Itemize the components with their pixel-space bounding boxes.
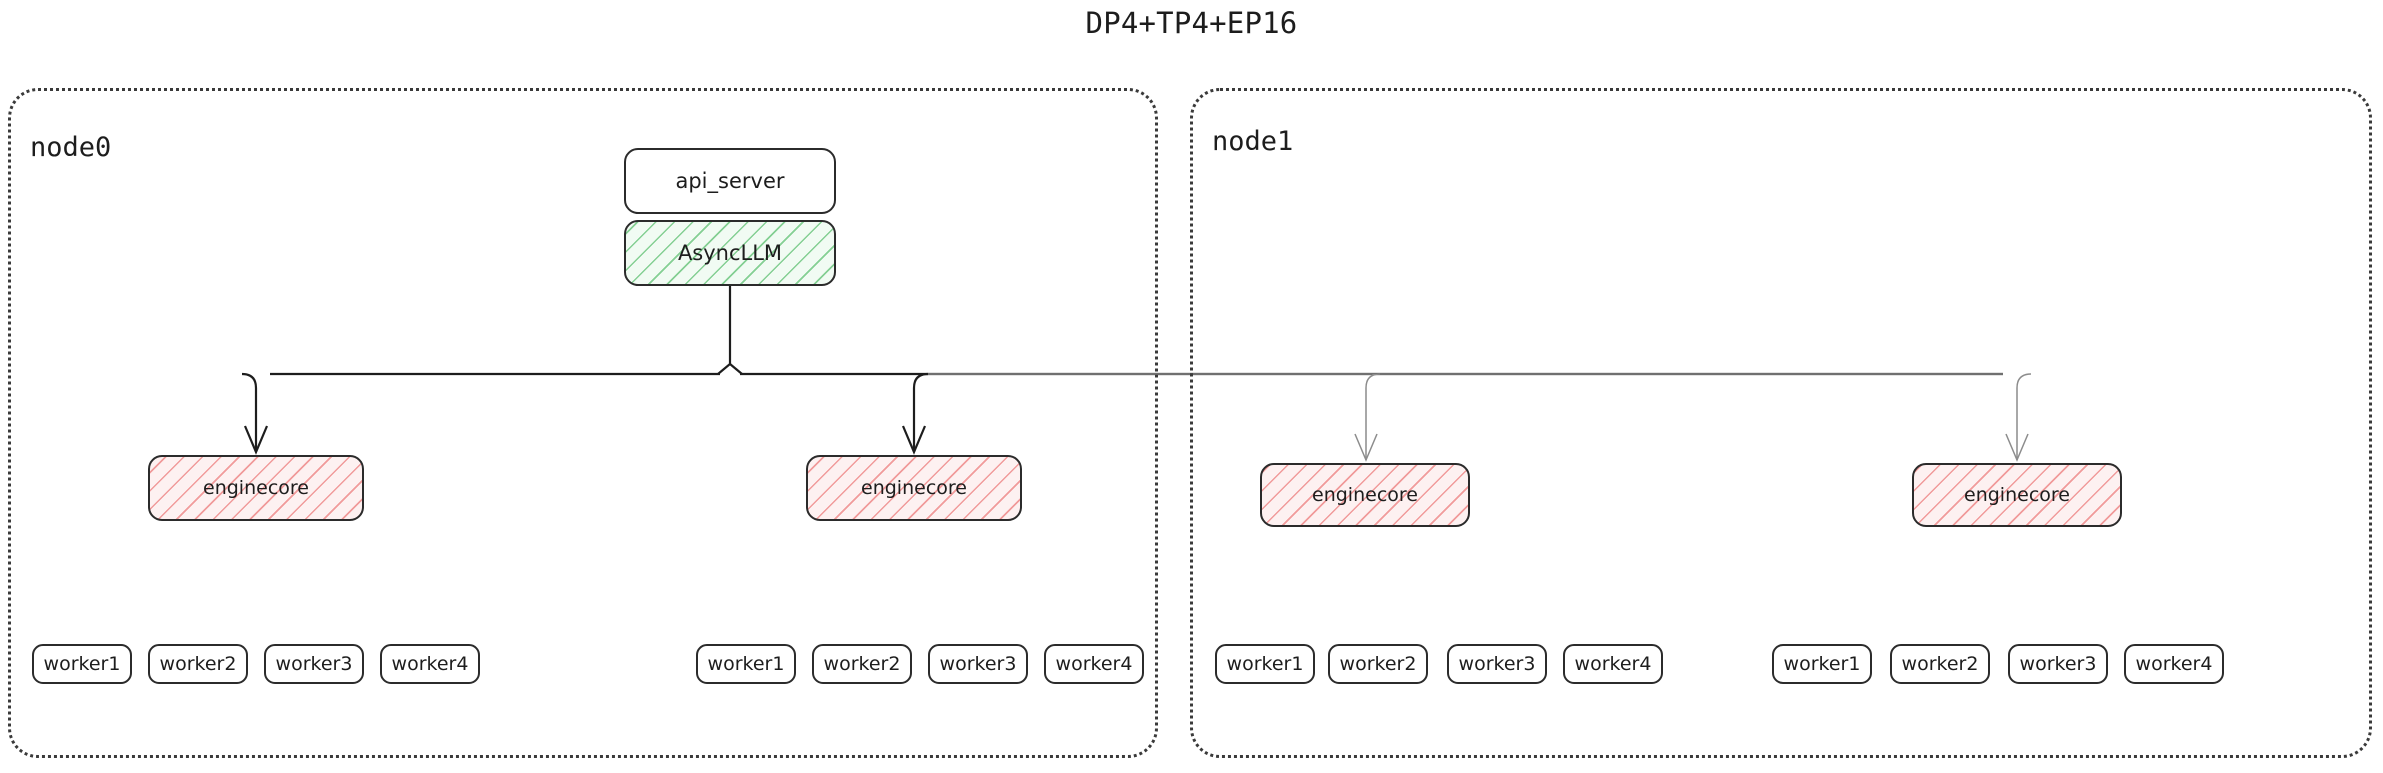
worker-node1-0-2-label: worker3 (1458, 653, 1536, 675)
worker-node0-0-1-label: worker2 (159, 653, 237, 675)
worker-node0-0-3[interactable]: worker4 (380, 644, 480, 684)
worker-node1-1-3-label: worker4 (2135, 653, 2213, 675)
node-label-node1: node1 (1212, 126, 1294, 157)
worker-node1-1-3[interactable]: worker4 (2124, 644, 2224, 684)
enginecore-node1-0-label: enginecore (1312, 484, 1418, 506)
worker-node1-1-1-label: worker2 (1901, 653, 1979, 675)
node-container-node1 (1190, 88, 2372, 758)
enginecore-node0-0-label: enginecore (203, 477, 309, 499)
worker-node0-0-2-label: worker3 (275, 653, 353, 675)
worker-node0-1-0[interactable]: worker1 (696, 644, 796, 684)
worker-node1-0-0[interactable]: worker1 (1215, 644, 1315, 684)
worker-node1-0-3-label: worker4 (1574, 653, 1652, 675)
worker-node0-1-3[interactable]: worker4 (1044, 644, 1144, 684)
worker-node0-0-3-label: worker4 (391, 653, 469, 675)
enginecore-node0-1[interactable]: enginecore (806, 455, 1022, 521)
worker-node1-1-2-label: worker3 (2019, 653, 2097, 675)
asyncllm-label: AsyncLLM (677, 241, 783, 265)
api-server-label: api_server (675, 169, 785, 193)
worker-node1-0-1[interactable]: worker2 (1328, 644, 1428, 684)
node-container-node0 (8, 88, 1158, 758)
node-label-node0: node0 (30, 132, 112, 163)
enginecore-node0-0[interactable]: enginecore (148, 455, 364, 521)
worker-node1-1-2[interactable]: worker3 (2008, 644, 2108, 684)
page-title: DP4+TP4+EP16 (1085, 6, 1298, 40)
enginecore-node1-1-label: enginecore (1964, 484, 2070, 506)
worker-node0-1-0-label: worker1 (707, 653, 785, 675)
worker-node1-0-0-label: worker1 (1226, 653, 1304, 675)
worker-node0-1-2-label: worker3 (939, 653, 1017, 675)
api-server[interactable]: api_server (624, 148, 836, 214)
worker-node0-0-2[interactable]: worker3 (264, 644, 364, 684)
asyncllm[interactable]: AsyncLLM (624, 220, 836, 286)
enginecore-node0-1-label: enginecore (861, 477, 967, 499)
worker-node0-0-0[interactable]: worker1 (32, 644, 132, 684)
worker-node1-0-1-label: worker2 (1339, 653, 1417, 675)
enginecore-node1-0[interactable]: enginecore (1260, 463, 1470, 527)
worker-node1-0-3[interactable]: worker4 (1563, 644, 1663, 684)
enginecore-node1-1[interactable]: enginecore (1912, 463, 2122, 527)
worker-node0-1-2[interactable]: worker3 (928, 644, 1028, 684)
worker-node1-0-2[interactable]: worker3 (1447, 644, 1547, 684)
worker-node0-1-3-label: worker4 (1055, 653, 1133, 675)
worker-node1-1-1[interactable]: worker2 (1890, 644, 1990, 684)
worker-node0-1-1-label: worker2 (823, 653, 901, 675)
worker-node0-0-1[interactable]: worker2 (148, 644, 248, 684)
worker-node0-0-0-label: worker1 (43, 653, 121, 675)
worker-node1-1-0-label: worker1 (1783, 653, 1861, 675)
worker-node0-1-1[interactable]: worker2 (812, 644, 912, 684)
worker-node1-1-0[interactable]: worker1 (1772, 644, 1872, 684)
